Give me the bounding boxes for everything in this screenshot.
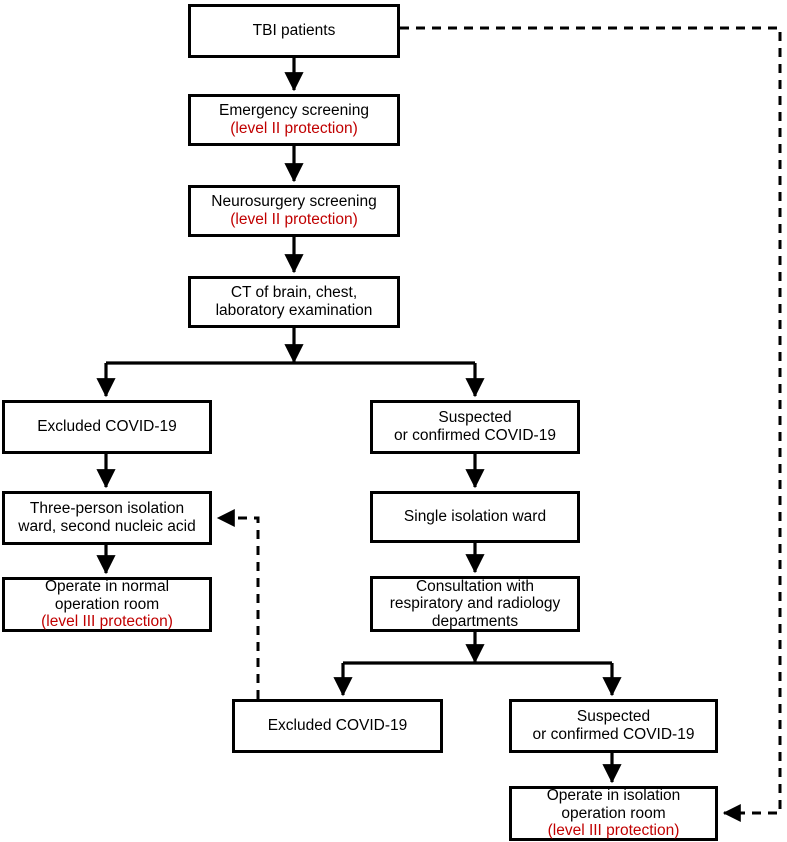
node-label: CT of brain, chest,	[230, 284, 358, 302]
node-excluded-covid-left[interactable]: Excluded COVID-19	[2, 400, 212, 454]
node-label: Consultation with	[415, 577, 535, 595]
node-neurosurgery-screening[interactable]: Neurosurgery screening(level II protecti…	[188, 185, 400, 237]
node-label: or confirmed COVID-19	[394, 427, 556, 444]
node-ct-lab-examination[interactable]: CT of brain, chest,laboratory examinatio…	[188, 276, 400, 328]
node-label: or confirmed COVID-19	[532, 726, 695, 743]
node-label: Suspected	[576, 708, 651, 726]
node-protection-level-label: (level II protection)	[230, 211, 358, 228]
node-label: Neurosurgery screening	[211, 193, 377, 211]
node-excluded-covid-bottom[interactable]: Excluded COVID-19	[232, 699, 443, 753]
node-label: ward, second nucleic acid	[18, 518, 196, 535]
node-protection-level-label: (level III protection)	[547, 822, 680, 840]
node-single-isolation-ward[interactable]: Single isolation ward	[370, 491, 580, 543]
connector-excluded-bottom-feedback-to-isolation-ward	[216, 509, 260, 699]
node-label: Suspected	[438, 409, 512, 427]
node-label: Emergency screening	[219, 102, 369, 120]
node-label: operation room	[54, 595, 160, 613]
node-label: Operate in isolation	[546, 787, 681, 805]
node-label: Excluded COVID-19	[37, 418, 177, 436]
node-label: operation room	[561, 804, 666, 822]
node-label: departments	[431, 612, 519, 630]
node-label: Excluded COVID-19	[267, 717, 408, 735]
node-label: TBI patients	[252, 22, 336, 40]
node-emergency-screening[interactable]: Emergency screening(level II protection)	[188, 94, 400, 146]
node-label: respiratory and radiology	[389, 595, 561, 613]
node-label: Operate in normal	[44, 578, 170, 596]
node-label: Single isolation ward	[403, 508, 547, 526]
node-protection-level-label: (level II protection)	[230, 120, 358, 137]
node-protection-level-label: (level III protection)	[41, 613, 173, 631]
node-label: laboratory examination	[215, 302, 373, 319]
node-label: Three-person isolation	[29, 500, 185, 518]
node-tbi-patients[interactable]: TBI patients	[188, 4, 400, 58]
